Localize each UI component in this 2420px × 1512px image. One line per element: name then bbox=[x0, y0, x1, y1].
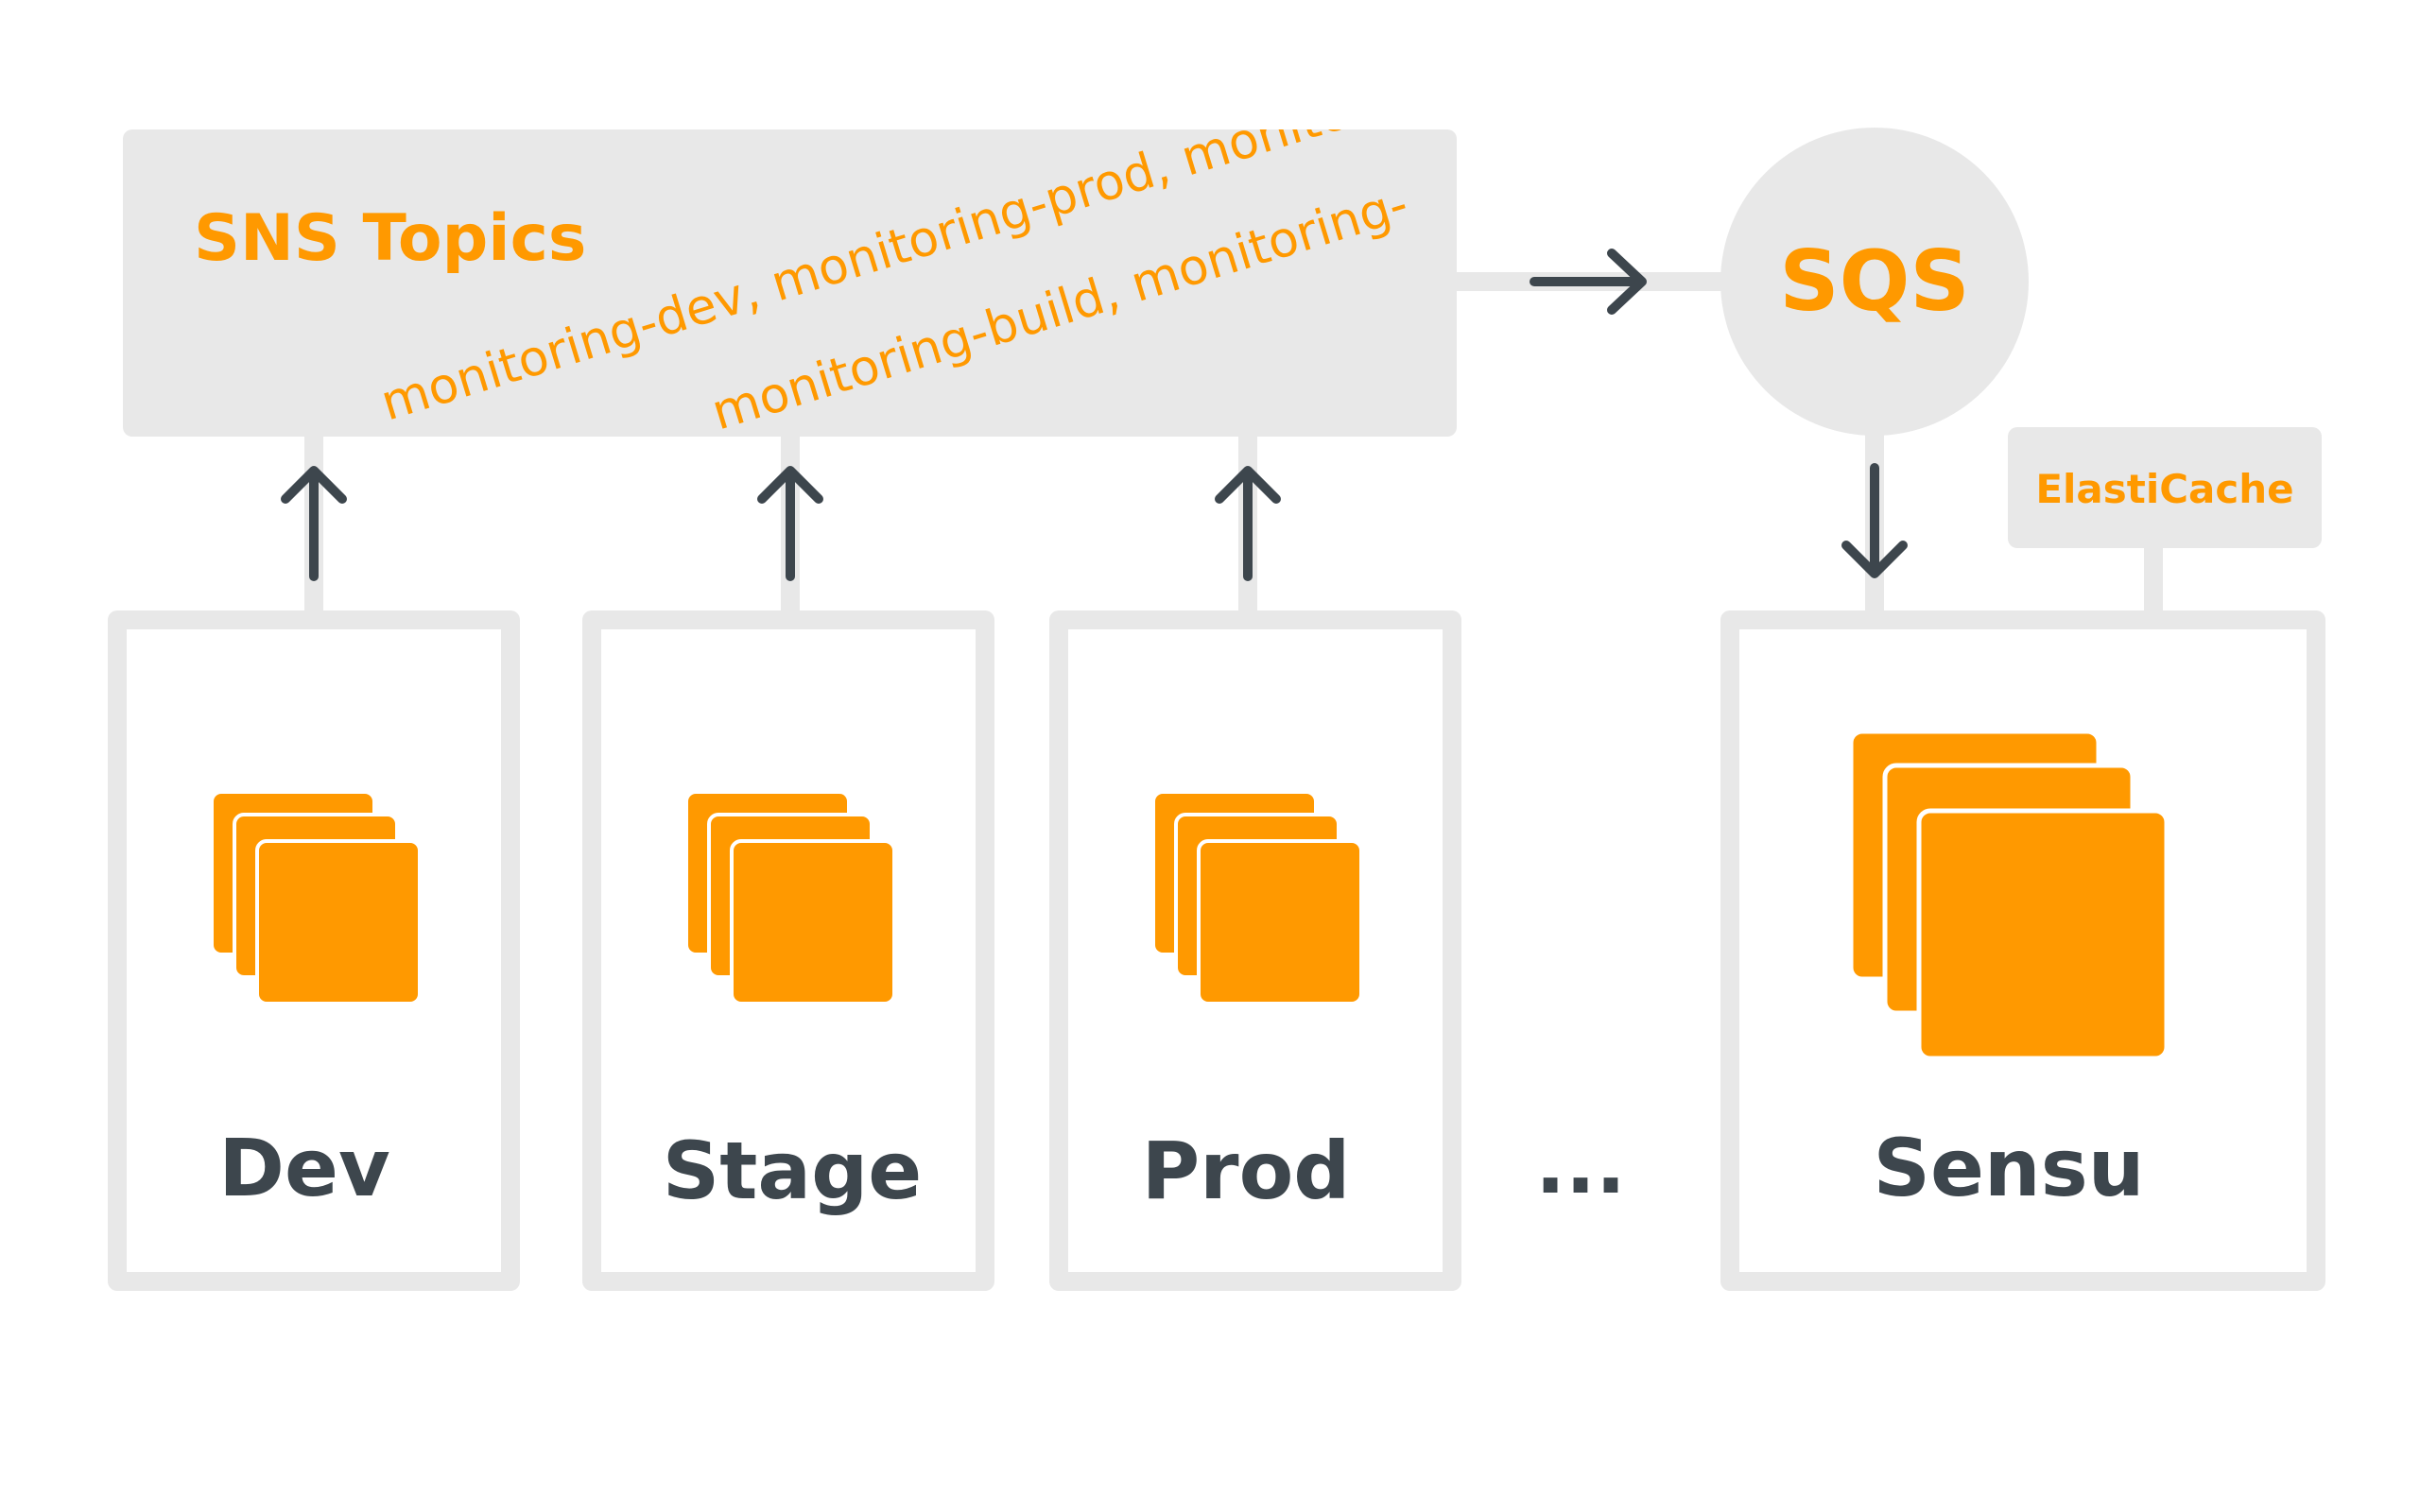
arrow-up-icon bbox=[757, 466, 823, 581]
arrow-right-icon bbox=[1530, 249, 1647, 315]
sqs-label: SQS bbox=[1779, 232, 1970, 330]
elasticache-connector bbox=[2144, 546, 2163, 614]
dev-label: Dev bbox=[218, 1122, 389, 1214]
instances-icon bbox=[1848, 729, 2169, 1061]
stage-node: Stage bbox=[582, 610, 994, 1291]
sensu-node: Sensu bbox=[1720, 610, 2325, 1291]
sns-topics-panel: SNS Topics monitoring-dev, monitoring-pr… bbox=[123, 129, 1457, 437]
sns-title: SNS Topics bbox=[194, 201, 586, 276]
stage-label: Stage bbox=[663, 1125, 922, 1217]
elasticache-node: ElastiCache bbox=[2008, 427, 2322, 548]
ellipsis: ... bbox=[1535, 1119, 1626, 1211]
instances-icon bbox=[684, 790, 896, 1005]
dev-node: Dev bbox=[108, 610, 520, 1291]
arrow-up-icon bbox=[281, 466, 347, 581]
sqs-node: SQS bbox=[1720, 128, 2029, 436]
instances-icon bbox=[210, 790, 422, 1005]
prod-node: Prod bbox=[1049, 610, 1461, 1291]
sensu-label: Sensu bbox=[1873, 1122, 2144, 1214]
prod-label: Prod bbox=[1142, 1125, 1351, 1217]
arrow-down-icon bbox=[1841, 463, 1908, 578]
instances-icon bbox=[1151, 790, 1363, 1005]
elasticache-label: ElastiCache bbox=[2035, 466, 2293, 512]
arrow-up-icon bbox=[1215, 466, 1281, 581]
